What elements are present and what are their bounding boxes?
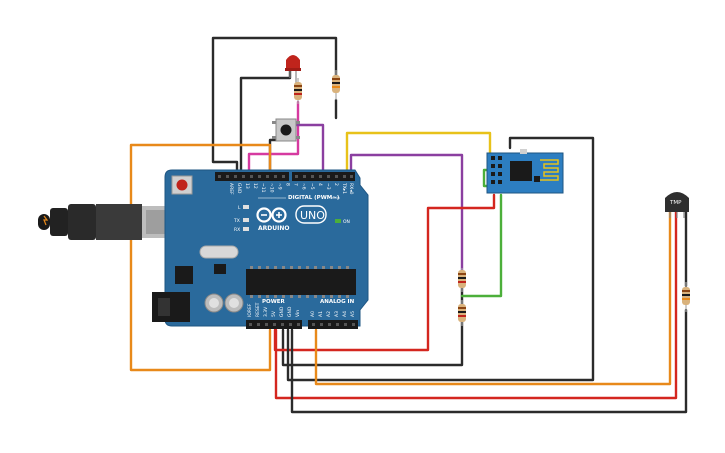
wire-black-divider-gnd: [281, 320, 464, 367]
wire-purple-rx: [349, 153, 464, 274]
power-pin-label-5: GND: [287, 306, 293, 317]
power-pin-label-6: Vin: [295, 310, 301, 317]
digital-pin-label-11: 2: [333, 183, 339, 186]
resistor-divider-bottom: [458, 300, 466, 326]
analog-header: [308, 320, 358, 329]
power-pin-label-4: GND: [279, 306, 285, 317]
digital-pin-label-5: 8: [285, 183, 291, 186]
resistor-button: [332, 70, 340, 100]
wire-yellow-tx: [345, 131, 492, 173]
gnd-top-label: GND: [236, 183, 242, 194]
arduino-logo-icon: [256, 207, 287, 223]
brand-label: ARDUINO: [258, 225, 289, 232]
analog-pin-label-1: A1: [318, 311, 324, 317]
digital-pin-label-10: ~3: [325, 183, 331, 190]
reset-button-cap: [176, 179, 188, 191]
resistor-led: [294, 78, 302, 104]
digital-pin-label-0: 13: [244, 183, 250, 189]
wire-black-button-header: [268, 138, 282, 173]
power-jack: [152, 292, 190, 322]
crystal: [199, 245, 239, 259]
power-pin-label-2: 3.3V: [263, 306, 269, 317]
rx0-label: RX◂0: [348, 183, 354, 194]
digital-pin-label-7: ~6: [301, 183, 307, 190]
usb-cable-icon: [38, 204, 174, 240]
uno-badge: [295, 205, 327, 224]
digital-header-right: [292, 172, 355, 181]
wire-black-esp-gnd: [286, 136, 595, 382]
tx-led: [243, 218, 249, 222]
wire-orange-sensor: [314, 210, 672, 386]
power-pin-label-0: IOREF: [247, 303, 253, 317]
tmp-sensor-icon: TMP: [665, 192, 689, 218]
on-label: ON: [343, 219, 350, 225]
analog-pin-label-3: A3: [334, 311, 340, 317]
tx-label: TX: [233, 218, 240, 224]
digital-pin-label-4: ~9: [276, 183, 282, 190]
l-label: L: [238, 205, 241, 211]
txrx-label: TX▸1: [341, 182, 347, 194]
small-chip: [175, 266, 193, 284]
sensor-label: TMP: [669, 200, 682, 206]
aref-label: AREF: [228, 183, 234, 195]
wire-red-sensor: [274, 210, 678, 400]
resistor-divider-top: [458, 268, 466, 292]
wire-black-gnd-loop: [211, 36, 338, 173]
atmega-chip: [246, 269, 356, 295]
digital-pin-label-1: 12: [252, 183, 258, 189]
analog-pin-label-2: A2: [326, 311, 332, 317]
wire-black-sensor: [290, 308, 688, 414]
digital-pin-label-2: ~11: [260, 183, 266, 193]
resistor-sensor: [682, 282, 690, 312]
l-led: [243, 205, 249, 209]
wire-pink-led: [247, 100, 300, 173]
rx-label: RX: [234, 227, 240, 233]
digital-pin-label-9: 4: [317, 183, 323, 186]
power-label: POWER: [262, 299, 286, 305]
model-label: UNO: [300, 209, 325, 222]
wire-green-esp: [460, 193, 503, 298]
pushbutton-icon[interactable]: [272, 118, 300, 142]
digital-pin-label-8: ~5: [309, 183, 315, 190]
analog-pin-label-4: A4: [342, 311, 348, 317]
digital-label: DIGITAL (PWM~): [288, 195, 340, 201]
analog-label: ANALOG IN: [320, 299, 355, 305]
digital-pin-label-3: ~10: [268, 183, 274, 193]
esp8266-icon: [486, 149, 564, 194]
digital-pin-label-6: 7: [293, 183, 299, 186]
reg-chip: [214, 264, 226, 274]
power-pin-label-3: 5V: [271, 310, 277, 317]
wire-purple-button: [288, 123, 325, 173]
rx-led: [243, 227, 249, 231]
wire-orange-usb: [129, 143, 272, 372]
on-led: [335, 219, 341, 223]
analog-pin-label-0: A0: [310, 311, 316, 317]
power-pin-label-1: RESET: [255, 302, 261, 317]
analog-pin-label-5: A5: [350, 311, 356, 317]
